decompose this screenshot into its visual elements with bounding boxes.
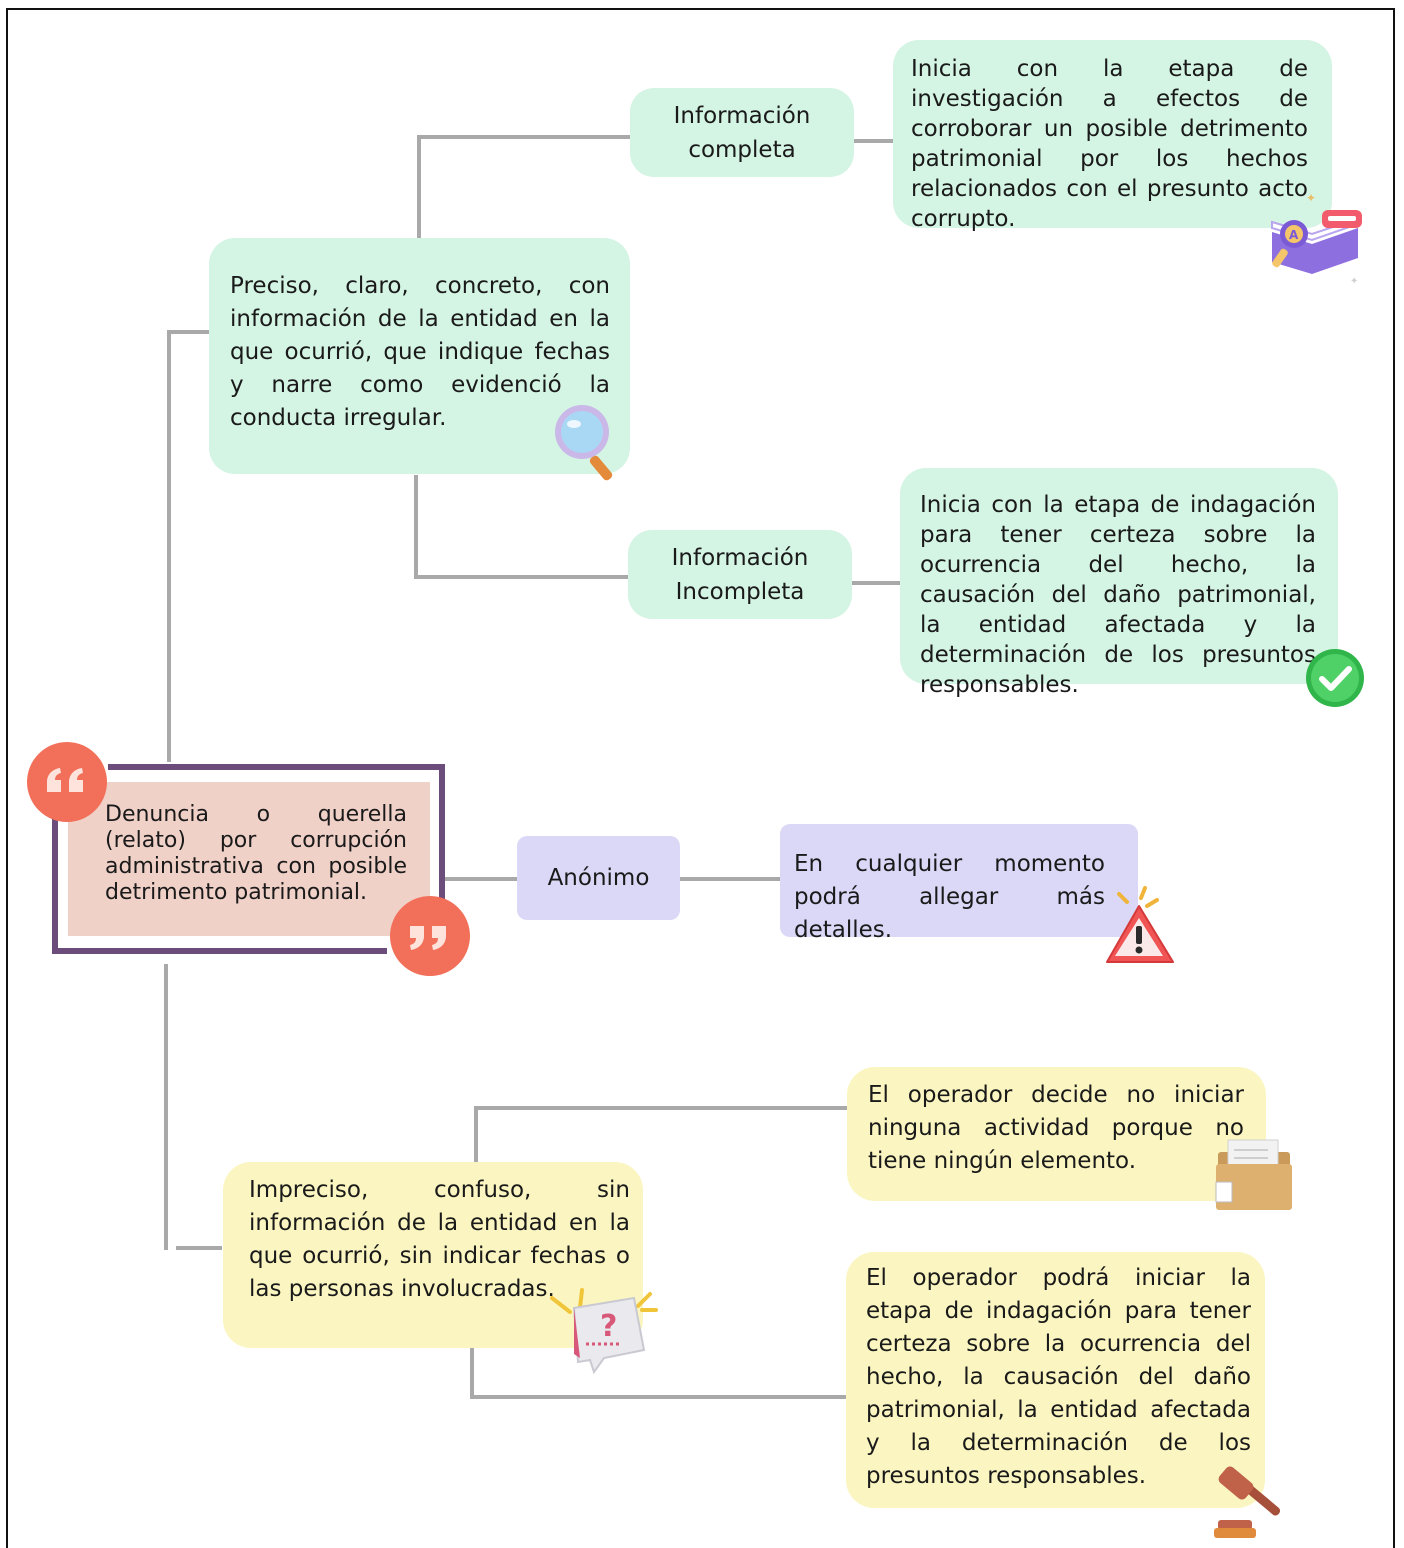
incomplete-info-desc-text: Inicia con la etapa de indagación para t… bbox=[920, 492, 1316, 698]
checkmark-icon bbox=[1306, 649, 1364, 707]
svg-text:A: A bbox=[1289, 228, 1299, 242]
root-node: Denuncia o querella (relato) por corrupc… bbox=[48, 758, 449, 960]
precise-complaint-text: Preciso, claro, concreto, con informació… bbox=[230, 273, 610, 431]
complete-info-desc-node: Inicia con la etapa de investigación a e… bbox=[893, 40, 1332, 232]
page-frame bbox=[6, 8, 1395, 1548]
operator-inquiry-node: El operador podrá iniciar la etapa de in… bbox=[846, 1252, 1265, 1508]
svg-text:✦: ✦ bbox=[1350, 276, 1358, 286]
incomplete-info-desc-node: Inicia con la etapa de indagación para t… bbox=[900, 468, 1338, 698]
anonymous-node: Anónimo bbox=[517, 836, 680, 920]
svg-text:✦: ✦ bbox=[1306, 192, 1316, 205]
connector bbox=[678, 877, 780, 881]
complete-info-label: Información completa bbox=[673, 102, 811, 163]
anonymous-label: Anónimo bbox=[547, 864, 650, 891]
complete-info-node: Información completa bbox=[630, 88, 854, 177]
book-search-icon: ✦ A ✦ bbox=[1271, 192, 1362, 286]
imprecise-complaint-node: Impreciso, confuso, sin información de l… bbox=[223, 1162, 643, 1348]
connector bbox=[176, 1246, 222, 1250]
root-frame bbox=[52, 764, 445, 954]
connector bbox=[414, 475, 418, 579]
connector bbox=[852, 139, 894, 143]
precise-complaint-node: Preciso, claro, concreto, con informació… bbox=[209, 238, 630, 474]
folder-icon bbox=[1215, 1139, 1292, 1210]
svg-text:?: ? bbox=[600, 1309, 617, 1344]
operator-no-action-text: El operador decide no iniciar ninguna ac… bbox=[868, 1082, 1244, 1174]
connector bbox=[414, 575, 630, 579]
complete-info-desc-text: Inicia con la etapa de investigación a e… bbox=[911, 56, 1308, 232]
incomplete-info-node: Información Incompleta bbox=[628, 530, 852, 619]
connector bbox=[440, 877, 518, 881]
connector bbox=[417, 135, 632, 139]
close-quote-icon bbox=[390, 896, 470, 976]
incomplete-info-label: Información Incompleta bbox=[671, 544, 809, 605]
connector bbox=[164, 964, 168, 1250]
imprecise-complaint-text: Impreciso, confuso, sin información de l… bbox=[249, 1177, 630, 1302]
anonymous-desc-text: En cualquier momento podrá allegar más d… bbox=[794, 851, 1105, 943]
connector bbox=[417, 135, 421, 241]
anonymous-desc-node: En cualquier momento podrá allegar más d… bbox=[780, 824, 1138, 943]
operator-inquiry-text: El operador podrá iniciar la etapa de in… bbox=[866, 1265, 1251, 1489]
connector bbox=[474, 1106, 478, 1164]
operator-no-action-node: El operador decide no iniciar ninguna ac… bbox=[847, 1067, 1266, 1201]
open-quote-icon bbox=[27, 742, 107, 822]
connector bbox=[470, 1395, 848, 1399]
root-fill bbox=[68, 782, 430, 936]
connector bbox=[167, 330, 171, 762]
gavel-icon bbox=[1214, 1466, 1281, 1538]
magnifying-glass-icon bbox=[555, 405, 613, 481]
connector bbox=[470, 1345, 474, 1399]
connector bbox=[167, 330, 211, 334]
question-chat-icon: ? bbox=[550, 1288, 658, 1374]
connector bbox=[852, 581, 900, 585]
connector bbox=[474, 1106, 848, 1110]
warning-icon bbox=[1106, 886, 1174, 963]
root-text: Denuncia o querella (relato) por corrupc… bbox=[105, 802, 407, 905]
